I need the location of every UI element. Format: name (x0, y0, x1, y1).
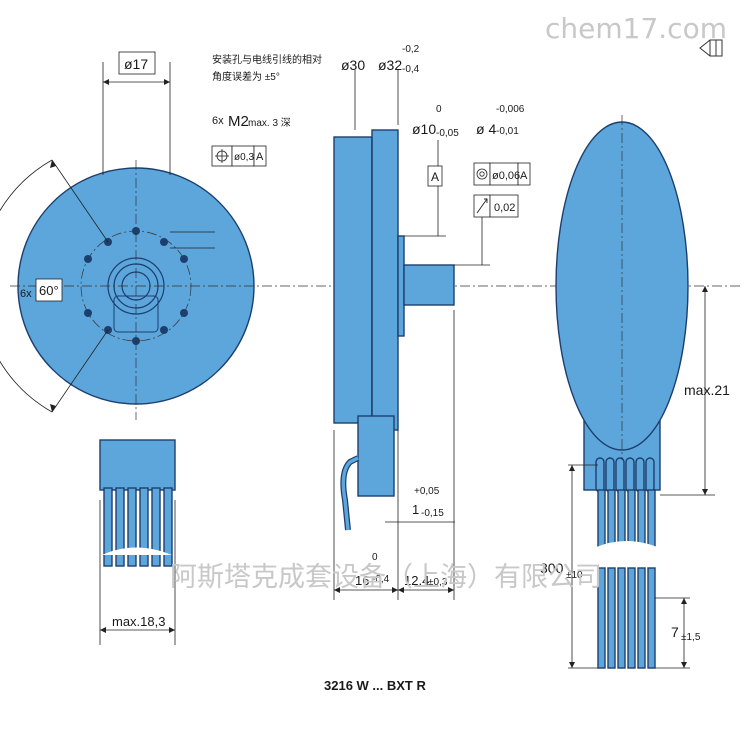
rear-view: max.21 300 ±10 7 ±1,5 (540, 115, 730, 669)
concentricity-value: ø0,06 (492, 170, 520, 182)
front-diameter-label: ø17 (124, 56, 148, 72)
angle-note-line1: 安装孔与电线引线的相对 (212, 53, 322, 66)
concentricity-frame: ø0,06 A (473, 162, 531, 186)
runout-frame: 0,02 (473, 194, 519, 218)
side-housing (333, 136, 373, 424)
figure-caption: 3216 W ... BXT R (324, 678, 426, 693)
height-label: max.21 (684, 382, 730, 398)
shaft (403, 264, 455, 306)
screw-depth: max. 3 深 (248, 117, 291, 129)
concentricity-ref: A (520, 170, 528, 182)
side-view: ø30 ø32 -0,2 -0,4 ø10 0 -0,05 ø 4 -0,006… (333, 44, 531, 600)
wire-length-tol: ±10 (566, 570, 583, 581)
runout-value: 0,02 (494, 202, 515, 214)
wire-length-label: 300 (540, 560, 564, 576)
angle-qty: 6x (20, 288, 32, 300)
d32-label: ø32 (378, 57, 402, 73)
front-view: ø17 安装孔与电线引线的相对 角度误差为 ±5° 6x M2 max. 3 深… (0, 51, 740, 645)
step-value: 1 (412, 502, 419, 517)
position-tolerance-value: ø0,3 (234, 152, 254, 163)
d4-lower: -0,01 (496, 126, 519, 137)
d4-upper: -0,006 (496, 104, 525, 115)
watermark-top: chem17.com (545, 12, 727, 45)
step-upper: +0,05 (414, 486, 440, 497)
watermark-bottom: 阿斯塔克成套设备（上海）有限公司 (170, 562, 602, 593)
d32-upper: -0,2 (402, 44, 420, 55)
position-tolerance-frame: ø0,3 A (211, 145, 267, 167)
position-tolerance-ref: A (256, 151, 264, 163)
side-terminal (357, 415, 395, 497)
screw-qty: 6x (212, 115, 224, 127)
d4-label: ø 4 (476, 121, 496, 137)
len16-label: 16 (355, 573, 369, 588)
side-hub (397, 235, 405, 337)
len12-tol: ±0,3 (428, 577, 448, 588)
d10-lower: -0,05 (436, 128, 459, 139)
len12-label: 12,4 (404, 573, 429, 588)
rear-wires-lower (597, 567, 656, 669)
d30-label: ø30 (341, 57, 365, 73)
side-flange (371, 129, 399, 431)
len16-upper: 0 (372, 552, 378, 563)
datum-a: A (431, 170, 439, 184)
d10-label: ø10 (412, 121, 436, 137)
step-lower: -0,15 (421, 508, 444, 519)
strip-length-tol: ±1,5 (681, 632, 701, 643)
len16-lower: -0,4 (372, 574, 390, 585)
front-width-label: max.18,3 (112, 614, 165, 629)
d10-upper: 0 (436, 104, 442, 115)
strip-length-label: 7 (671, 624, 679, 640)
front-terminal-block (99, 439, 176, 491)
screw-thread: M2 (228, 113, 249, 130)
connector-icon (699, 39, 723, 57)
mounting-holes (84, 227, 188, 345)
front-pins (103, 487, 173, 567)
angle-value: 60° (39, 283, 59, 298)
d32-lower: -0,4 (402, 64, 420, 75)
angle-note-line2: 角度误差为 ±5° (212, 70, 280, 83)
